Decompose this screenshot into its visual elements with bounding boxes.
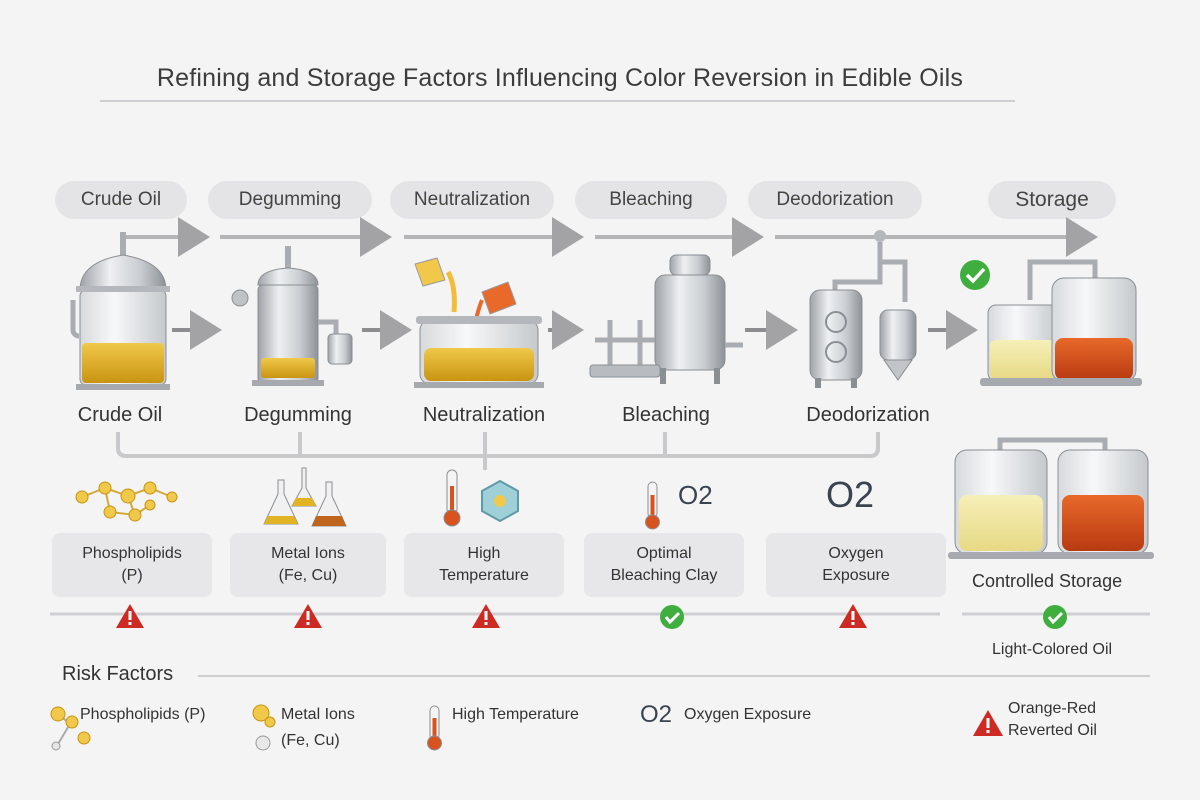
warning-icon <box>116 604 144 628</box>
legend-reverted-oil-line2: Reverted Oil <box>1008 722 1097 739</box>
legend-oxygen-exposure: Oxygen Exposure <box>684 706 812 723</box>
o2-icon: O2 <box>640 701 673 728</box>
degumming-tank <box>231 246 353 386</box>
step-pill-degumming: Degumming <box>208 181 372 219</box>
flask-icon <box>263 467 347 527</box>
legend-metal-ions-symbols: (Fe, Cu) <box>281 732 340 749</box>
bleaching-vessel <box>589 254 743 384</box>
crude-oil-tank <box>70 232 170 390</box>
factor-line2: (Fe, Cu) <box>278 567 338 584</box>
stage-label-bleaching: Bleaching <box>622 404 710 426</box>
molecule-icon <box>75 481 178 522</box>
factor-line2: Bleaching Clay <box>610 567 718 584</box>
deodorization-column <box>809 230 917 388</box>
controlled-storage-label: Controlled Storage <box>972 571 1123 591</box>
factor-bleaching-clay: Optimal Bleaching Clay <box>584 533 744 597</box>
warning-icon <box>294 604 322 628</box>
neutralization-vessel <box>414 257 544 388</box>
factor-line2: Temperature <box>439 567 529 584</box>
step-pill-storage: Storage <box>988 181 1116 219</box>
hexagon-icon <box>481 479 519 523</box>
stage-label-neutralization: Neutralization <box>422 404 546 426</box>
factor-phospholipids: Phospholipids (P) <box>52 533 212 597</box>
storage-tanks-top <box>980 259 1142 386</box>
check-icon <box>1043 605 1067 629</box>
check-icon <box>660 605 684 629</box>
factor-line1: High <box>467 545 501 562</box>
factor-line1: Oxygen <box>828 545 884 562</box>
step-pill-deodorization: Deodorization <box>748 181 922 219</box>
o2-icon: O2 <box>826 474 875 515</box>
factor-line1: Optimal <box>636 545 692 562</box>
stage-label-degumming: Degumming <box>244 404 352 426</box>
factor-line1: Phospholipids <box>82 545 182 562</box>
metal-ion-icon <box>252 704 276 751</box>
legend-reverted-oil-line1: Orange-Red <box>1008 700 1097 717</box>
title-divider <box>100 100 1015 102</box>
factor-oxygen-exposure: Oxygen Exposure <box>766 533 946 597</box>
thermometer-icon <box>443 469 461 527</box>
step-pill-bleaching: Bleaching <box>575 181 727 219</box>
molecule-icon <box>50 706 91 751</box>
warning-icon <box>472 604 500 628</box>
factor-metal-ions: Metal Ions (Fe, Cu) <box>230 533 386 597</box>
o2-icon: O2 <box>678 480 713 510</box>
step-pill-neutralization: Neutralization <box>390 181 554 219</box>
light-oil-label: Light-Colored Oil <box>992 641 1113 658</box>
legend-high-temperature: High Temperature <box>452 706 579 723</box>
status-icons <box>116 604 1067 629</box>
storage-tanks-controlled <box>948 437 1154 559</box>
factor-high-temperature: High Temperature <box>404 533 564 597</box>
thermometer-icon <box>427 705 442 751</box>
legend-metal-ions: Metal Ions <box>281 706 355 723</box>
stage-factor-bracket <box>116 432 880 470</box>
legend-title: Risk Factors <box>62 663 174 685</box>
thermometer-icon <box>645 481 660 530</box>
factor-line2: Exposure <box>822 567 890 584</box>
factor-line2: (P) <box>121 567 143 584</box>
page-title: Refining and Storage Factors Influencing… <box>156 64 964 92</box>
stage-label-crude-oil: Crude Oil <box>77 404 163 426</box>
legend-phospholipids: Phospholipids (P) <box>80 706 206 723</box>
stage-label-deodorization: Deodorization <box>806 404 930 426</box>
check-icon <box>960 260 990 290</box>
warning-icon <box>839 604 867 628</box>
factor-line1: Metal Ions <box>271 545 345 562</box>
warning-icon <box>973 710 1003 736</box>
step-pill-crude-oil: Crude Oil <box>55 181 187 219</box>
